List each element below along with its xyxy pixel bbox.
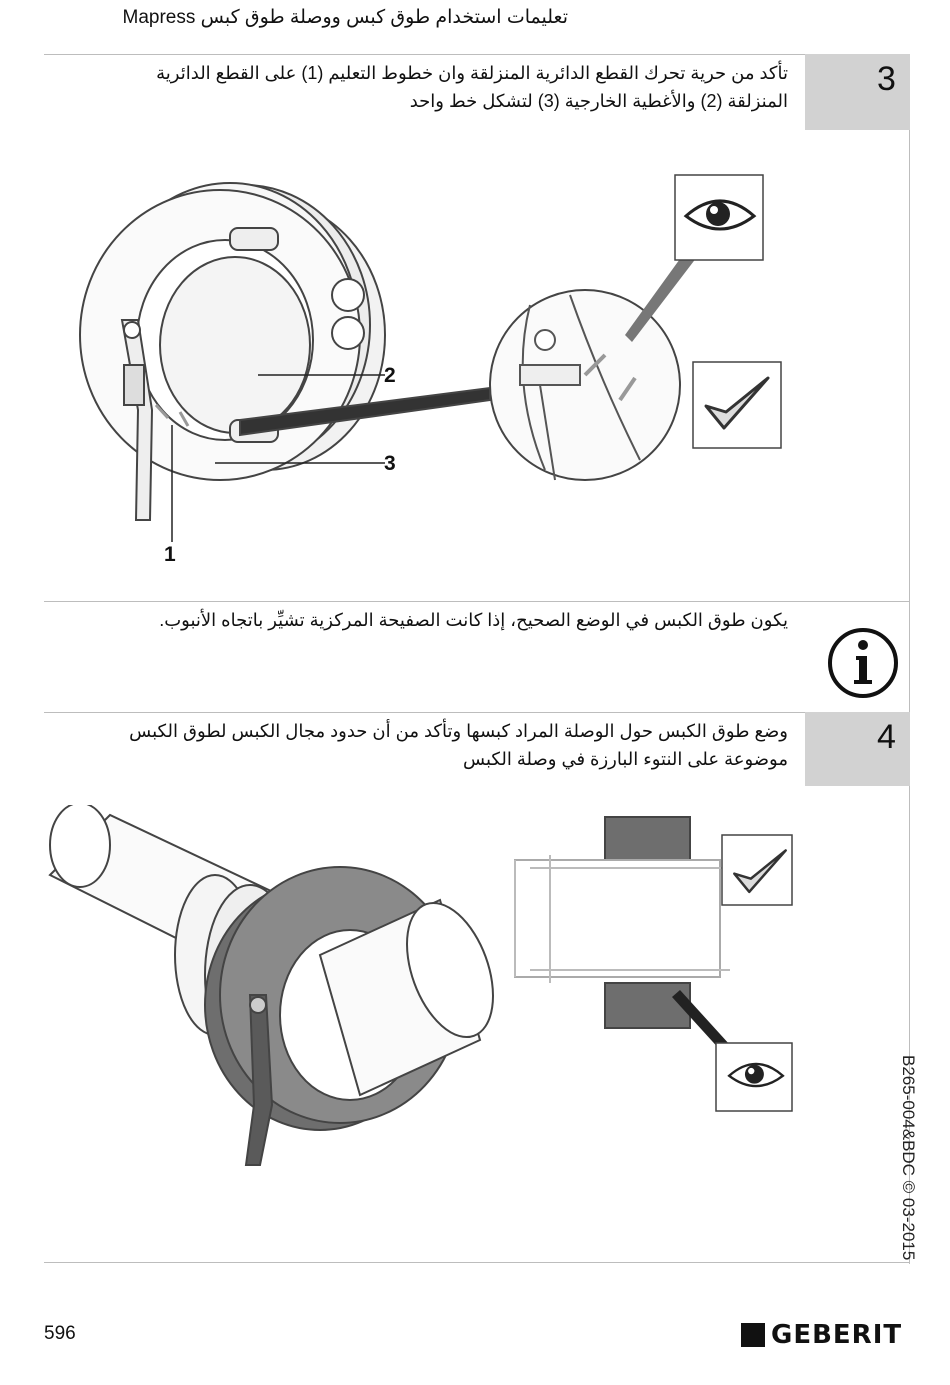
collar-on-fitting-illustration [48, 805, 793, 1166]
divider [44, 712, 910, 713]
step-4-instruction: وضع طوق الكبس حول الوصلة المراد كبسها وت… [48, 717, 788, 773]
divider [44, 1262, 910, 1263]
eye-icon [727, 1062, 785, 1088]
info-icon [828, 628, 898, 698]
step-4-line-2: موضوعة على النتوء البارزة في وصلة الكبس [463, 749, 788, 769]
step-4-badge: 4 [805, 712, 910, 786]
document-id: B265-004&BDC © 03-2015 [899, 1055, 918, 1261]
press-collar-alignment-illustration [79, 174, 782, 542]
logo-text: GEBERIT [771, 1320, 903, 1350]
step-3-line-2: المنزلقة (2) والأغطية الخارجية (3) لتشكل… [409, 91, 788, 111]
checkmark-icon [704, 376, 770, 430]
page-title: تعليمات استخدام طوق كبس ووصلة طوق كبس Ma… [122, 7, 568, 28]
divider [44, 601, 910, 602]
checkmark-icon [733, 849, 787, 894]
callout-3: 3 [384, 452, 396, 475]
geberit-logo: GEBERIT [741, 1320, 902, 1350]
step-3-line-1: تأكد من حرية تحرك القطع الدائرية المنزلق… [156, 63, 788, 83]
info-note: يكون طوق الكبس في الوضع الصحيح، إذا كانت… [159, 610, 788, 630]
step-3-badge: 3 [805, 54, 910, 130]
step-4-line-1: وضع طوق الكبس حول الوصلة المراد كبسها وت… [129, 721, 788, 741]
callout-1: 1 [164, 543, 176, 566]
logo-square [741, 1323, 765, 1347]
callout-2: 2 [384, 364, 396, 387]
step-4-number: 4 [877, 718, 896, 756]
step-3-number: 3 [877, 60, 896, 98]
eye-icon [683, 199, 757, 231]
step-3-instruction: تأكد من حرية تحرك القطع الدائرية المنزلق… [48, 59, 788, 115]
divider [44, 54, 910, 55]
right-border [909, 54, 910, 1264]
page-number: 596 [44, 1323, 76, 1344]
